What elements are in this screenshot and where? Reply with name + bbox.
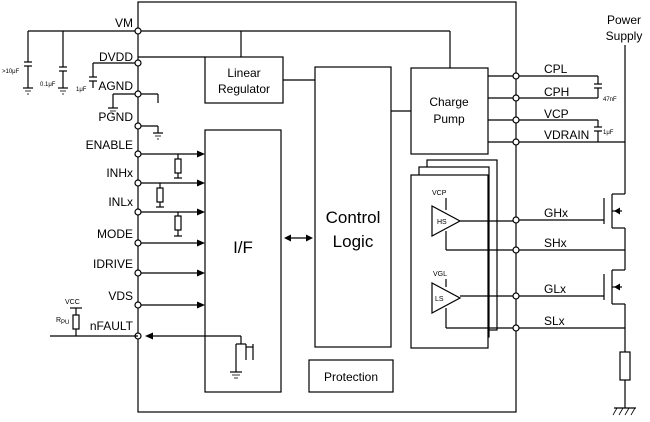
- internal-pulldown-resistors: [156, 154, 182, 237]
- pin-label-ghx: GHx: [544, 206, 568, 220]
- high-side-driver: VCP HS: [431, 190, 513, 251]
- pin-label-cph: CPH: [544, 85, 569, 99]
- pin-label-slx: SLx: [544, 314, 565, 328]
- pin-label-enable: ENABLE: [86, 138, 133, 152]
- pin-label-nfault: nFAULT: [90, 319, 134, 333]
- charge-pump-label-2: Pump: [433, 112, 465, 126]
- flying-capacitor: 47nF: [538, 75, 617, 103]
- driver-hs-label: HS: [437, 219, 447, 226]
- linear-regulator-label-2: Regulator: [218, 82, 270, 96]
- pin-label-agnd: AGND: [98, 79, 133, 93]
- vdrain-cap-value: 1μF: [603, 130, 614, 136]
- vcp-capacitor: 1μF: [538, 119, 614, 142]
- if-logic-arrow: [284, 234, 313, 242]
- pin-label-vdrain: VDRAIN: [544, 128, 589, 142]
- power-supply-label-2: Supply: [606, 29, 643, 43]
- rpu-label: R: [56, 317, 61, 324]
- open-drain-transistor: [230, 343, 254, 379]
- linear-regulator-block: Linear Regulator: [204, 56, 284, 104]
- pin-label-glx: GLx: [544, 282, 566, 296]
- high-side-mosfet: [603, 193, 626, 250]
- vcc-label: VCC: [65, 299, 80, 306]
- pin-label-idrive: IDRIVE: [93, 257, 133, 271]
- sense-resistor: [612, 351, 636, 416]
- pin-label-pgnd: PGND: [98, 110, 133, 124]
- pin-label-inhx: INHx: [106, 166, 133, 180]
- pin-label-dvdd: DVDD: [99, 50, 133, 64]
- gate-driver-stack: [410, 159, 498, 349]
- linear-regulator-label-1: Linear: [227, 66, 260, 80]
- pin-label-cpl: CPL: [544, 62, 568, 76]
- protection-label: Protection: [324, 370, 378, 384]
- rpu-subscript: PU: [61, 320, 69, 326]
- driver-vgl-label: VGL: [433, 271, 447, 278]
- vm-bulk-capacitor: >10μF: [2, 31, 33, 95]
- flying-cap-value: 47nF: [603, 97, 617, 103]
- pin-label-mode: MODE: [97, 227, 133, 241]
- low-side-driver: VGL LS: [431, 271, 513, 329]
- protection-block: Protection: [308, 359, 394, 393]
- driver-ls-label: LS: [435, 296, 444, 303]
- vm-bypass-cap-value: 0.1μF: [40, 82, 56, 88]
- low-side-mosfet: [603, 269, 626, 352]
- vm-bypass-capacitor: 0.1μF: [40, 31, 68, 95]
- pin-label-vcp: VCP: [544, 107, 569, 121]
- nfault-pullup: VCC R PU: [50, 299, 138, 337]
- control-logic-block: Control Logic: [314, 66, 392, 348]
- charge-pump-block: Charge Pump: [410, 67, 489, 155]
- control-logic-label-1: Control: [326, 208, 381, 227]
- pin-label-inlx: INLx: [108, 195, 133, 209]
- dvdd-capacitor: 1μF: [76, 62, 138, 93]
- pin-label-vm: VM: [115, 16, 133, 30]
- control-logic-label-2: Logic: [333, 232, 374, 251]
- pin-label-vds: VDS: [108, 289, 133, 303]
- input-arrows: [141, 150, 205, 309]
- vm-bulk-cap-value: >10μF: [2, 69, 20, 75]
- interface-label: I/F: [233, 238, 253, 257]
- driver-vcp-label: VCP: [432, 190, 447, 197]
- interface-block: I/F: [204, 129, 282, 393]
- power-supply-label-1: Power: [607, 13, 641, 27]
- pin-label-shx: SHx: [544, 236, 567, 250]
- dvdd-cap-value: 1μF: [76, 87, 87, 93]
- charge-pump-label-1: Charge: [429, 95, 469, 109]
